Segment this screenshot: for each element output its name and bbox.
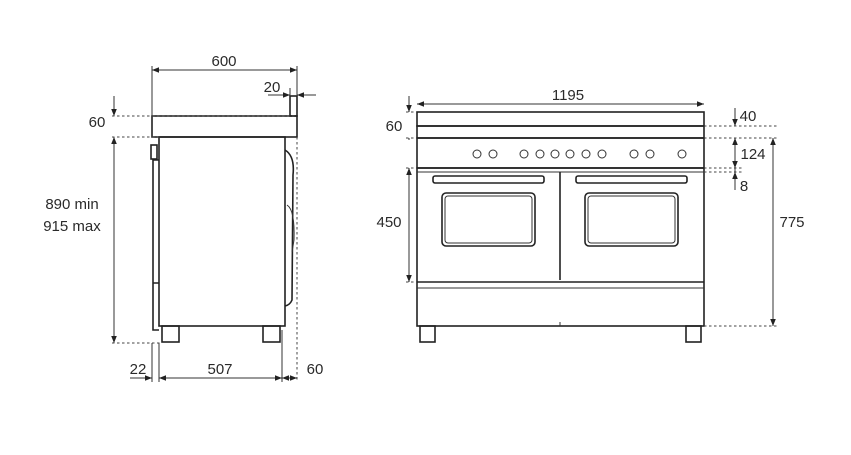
side-dim-20: 20 [264, 79, 281, 96]
knob-icon [677, 149, 687, 159]
side-rear-bump [286, 204, 295, 253]
knob-icon [472, 149, 482, 159]
side-dim-height-max: 915 max [43, 218, 101, 235]
side-dim-600: 600 [211, 53, 236, 70]
side-dim-60: 60 [89, 114, 106, 131]
front-foot-left [419, 325, 436, 343]
right-oven-window-inner [587, 195, 676, 244]
knob-icon [565, 149, 575, 159]
front-backguard [416, 111, 705, 127]
side-dim-22: 22 [130, 361, 147, 378]
left-oven-handle [432, 175, 545, 184]
side-dim-507: 507 [207, 361, 232, 378]
front-knobs [472, 149, 687, 159]
side-worktop [151, 115, 298, 138]
front-dim-124: 124 [740, 146, 765, 163]
right-oven-handle [575, 175, 688, 184]
knob-icon [519, 149, 529, 159]
side-foot-rear [262, 325, 281, 343]
front-dim-1195: 1195 [552, 87, 584, 104]
front-dim-8: 8 [740, 178, 748, 195]
front-foot-right [685, 325, 702, 343]
side-knob [150, 144, 158, 160]
side-view: 600 20 60 890 min 915 max 22 507 60 [43, 53, 323, 382]
side-door-profile [152, 159, 159, 331]
right-oven-window [584, 192, 679, 247]
side-dim-60-rear: 60 [307, 361, 324, 378]
knob-icon [629, 149, 639, 159]
left-oven-window [441, 192, 536, 247]
side-dim-height-min: 890 min [45, 196, 98, 213]
knob-icon [488, 149, 498, 159]
side-backguard [289, 95, 298, 117]
left-oven-window-inner [444, 195, 533, 244]
side-foot-front [161, 325, 180, 343]
front-dim-775: 775 [779, 214, 804, 231]
knob-icon [597, 149, 607, 159]
front-dim-60: 60 [386, 118, 403, 135]
front-dim-450: 450 [376, 214, 401, 231]
front-control-panel [416, 137, 705, 169]
front-worktop [416, 125, 705, 139]
front-view: 1195 60 450 40 124 8 775 [376, 87, 805, 343]
side-rear-pipe [284, 149, 295, 307]
side-body [158, 136, 286, 327]
front-dim-40: 40 [740, 108, 757, 125]
knob-icon [581, 149, 591, 159]
knob-icon [550, 149, 560, 159]
knob-icon [535, 149, 545, 159]
knob-icon [645, 149, 655, 159]
